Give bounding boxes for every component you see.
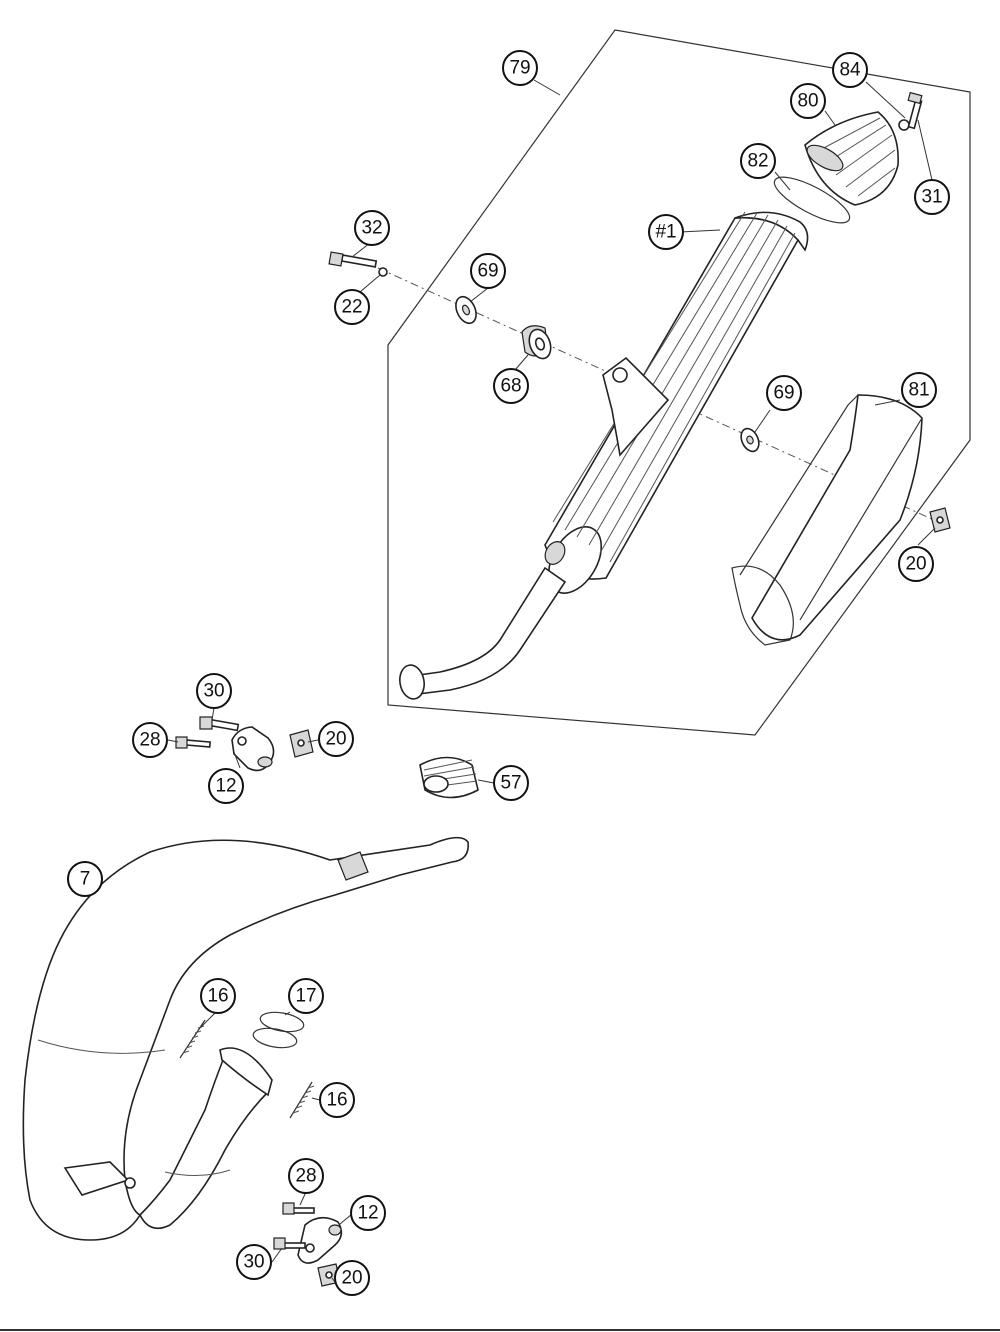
callout-69-lower: 69 [766, 375, 802, 411]
callout-20-middle: 20 [318, 721, 354, 757]
callout-31: 31 [914, 179, 950, 215]
callout-84: 84 [832, 52, 868, 88]
svg-text:12: 12 [357, 1203, 378, 1224]
seal-ring-82 [773, 176, 851, 224]
silencer-muffler [399, 211, 809, 700]
bracket-12-upper [231, 726, 275, 772]
svg-text:32: 32 [361, 218, 382, 239]
callout-82: 82 [740, 143, 776, 179]
callout-16-lower: 16 [319, 1082, 355, 1118]
callout-79: 79 [502, 50, 538, 86]
callout-28-lower: 28 [288, 1158, 324, 1194]
callout-16-upper: 16 [200, 978, 236, 1014]
svg-text:69: 69 [477, 261, 498, 282]
callout-7: 7 [67, 861, 103, 897]
clip-nut-20-upper [929, 507, 951, 533]
svg-text:17: 17 [295, 986, 316, 1007]
callout-28-upper: 28 [132, 722, 168, 758]
svg-text:82: 82 [747, 151, 768, 172]
screw-32 [328, 251, 378, 268]
washer-69-lower [740, 427, 760, 453]
seal-ring-17 [252, 1011, 305, 1049]
svg-text:22: 22 [341, 297, 362, 318]
svg-text:68: 68 [500, 376, 521, 397]
svg-text:81: 81 [908, 380, 929, 401]
callout-57: 57 [493, 765, 529, 801]
heat-shield-sheet-81 [731, 394, 923, 646]
svg-text:#1: #1 [655, 222, 676, 243]
svg-text:20: 20 [325, 729, 346, 750]
callout-22: 22 [334, 289, 370, 325]
svg-text:84: 84 [839, 60, 861, 81]
header-pipe-7 [22, 836, 469, 1241]
callout-30-lower: 30 [236, 1244, 272, 1280]
callout-17: 17 [288, 978, 324, 1014]
callout-12-upper: 12 [208, 768, 244, 804]
washer-69-upper [455, 295, 477, 325]
screw-31 [907, 91, 923, 130]
screw-28-lower [282, 1202, 315, 1215]
callout-30-upper: 30 [196, 673, 232, 709]
svg-text:28: 28 [139, 730, 160, 751]
svg-text:30: 30 [243, 1252, 264, 1273]
svg-text:57: 57 [500, 773, 521, 794]
rubber-grommet-68 [521, 325, 552, 360]
clip-nut-20-middle [289, 729, 314, 758]
spring-16-upper [179, 1019, 206, 1059]
svg-text:80: 80 [797, 91, 818, 112]
callout-81: 81 [901, 372, 937, 408]
screw-30-lower [273, 1237, 306, 1250]
end-cap [804, 111, 899, 206]
screw-30-upper [199, 716, 240, 732]
bracket-12-lower [297, 1216, 343, 1264]
svg-text:30: 30 [203, 681, 224, 702]
leader-lines [167, 79, 936, 1283]
screw-28-upper [175, 736, 211, 749]
svg-text:7: 7 [80, 869, 91, 890]
callout-20-upper: 20 [898, 546, 934, 582]
spring-16-lower [289, 1081, 315, 1119]
svg-text:12: 12 [215, 776, 236, 797]
washer-84 [898, 119, 910, 131]
callout-32: 32 [354, 210, 390, 246]
svg-text:20: 20 [905, 554, 926, 575]
callout-80: 80 [790, 83, 826, 119]
washer-22 [378, 267, 388, 277]
muffler-assembly-frame [387, 29, 971, 736]
svg-text:16: 16 [207, 986, 228, 1007]
svg-text:31: 31 [921, 187, 942, 208]
callout-1: #1 [648, 214, 684, 250]
callout-69-upper: 69 [470, 253, 506, 289]
callout-12-lower: 12 [350, 1195, 386, 1231]
callout-68: 68 [493, 368, 529, 404]
exhaust-coupling-57 [419, 756, 479, 799]
svg-text:20: 20 [341, 1268, 362, 1289]
svg-text:69: 69 [773, 383, 794, 404]
callout-20-lower: 20 [334, 1260, 370, 1296]
svg-text:79: 79 [509, 58, 530, 79]
svg-text:16: 16 [326, 1090, 347, 1111]
svg-text:28: 28 [295, 1166, 316, 1187]
